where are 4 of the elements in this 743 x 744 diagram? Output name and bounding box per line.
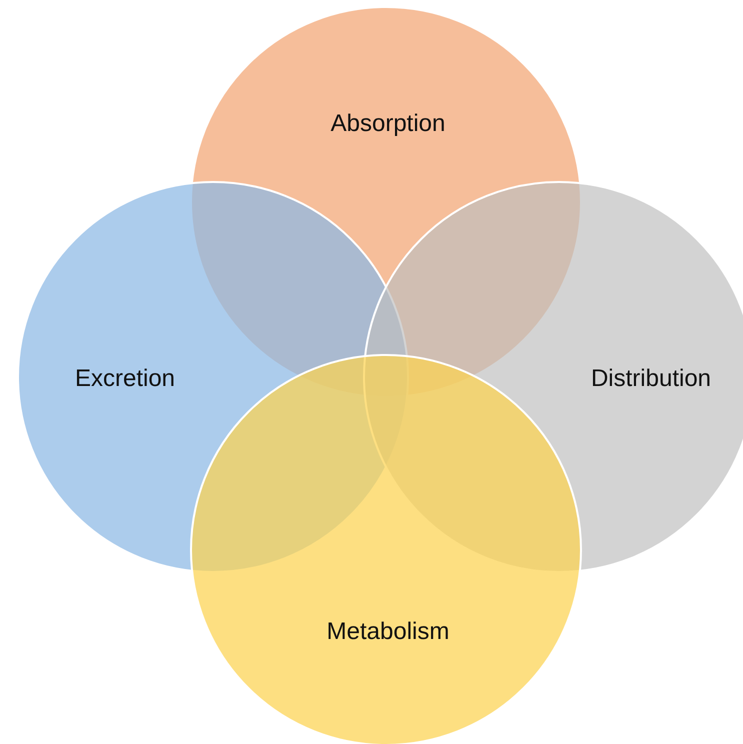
circle-label: Absorption bbox=[330, 110, 446, 138]
circle-label: Excretion bbox=[74, 365, 176, 393]
circle-label: Metabolism bbox=[326, 618, 450, 646]
circle-label: Distribution bbox=[590, 365, 712, 393]
